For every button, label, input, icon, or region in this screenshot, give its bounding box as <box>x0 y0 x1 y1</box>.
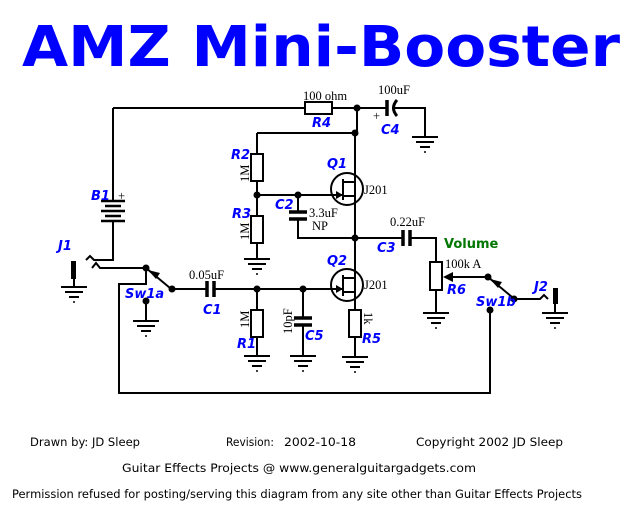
ground-icon <box>541 312 569 330</box>
value-c2-note: NP <box>312 219 328 233</box>
value-c4: 100uF <box>378 83 410 97</box>
ground-icon <box>289 355 317 373</box>
jack-j2 <box>553 288 558 304</box>
jfet-q2 <box>330 268 364 302</box>
label-q2: Q2 <box>327 254 347 269</box>
resistor-r4 <box>304 101 333 115</box>
label-r4: R4 <box>312 116 331 131</box>
battery-b1 <box>101 199 125 223</box>
label-r2: R2 <box>231 148 250 163</box>
potentiometer-r6 <box>429 261 443 291</box>
junction-nodes <box>142 104 518 314</box>
label-j1: J1 <box>55 239 72 254</box>
value-r1: 1M <box>238 311 252 328</box>
label-r1: R1 <box>237 337 256 352</box>
label-c2: C2 <box>275 198 294 213</box>
label-j2: J2 <box>531 280 548 295</box>
ground-icon <box>243 258 271 276</box>
label-q1: Q1 <box>327 157 347 172</box>
switch-sw1a <box>145 267 171 289</box>
footer-permission: Permission refused for posting/serving t… <box>12 487 582 501</box>
wiper-arrow-icon <box>443 272 453 282</box>
resistor-r1 <box>250 309 264 338</box>
value-q1: J201 <box>364 183 388 197</box>
footer-site-link[interactable]: Guitar Effects Projects @ www.generalgui… <box>122 461 476 475</box>
ground-icon <box>422 312 450 330</box>
label-r5: R5 <box>362 332 381 347</box>
resistor-r5 <box>348 309 362 338</box>
switch-sw1b <box>487 276 513 298</box>
value-q2: J201 <box>364 278 388 292</box>
polarity-b1: + <box>118 189 125 203</box>
value-r3: 1M <box>238 223 252 240</box>
capacitor-c4 <box>385 99 399 117</box>
label-r3: R3 <box>232 207 251 222</box>
jack-j1 <box>71 261 76 279</box>
page-title: AMZ Mini-Booster <box>22 15 620 80</box>
resistor-r2 <box>250 153 264 182</box>
footer-copyright: Copyright 2002 JD Sleep <box>416 435 563 449</box>
ground-icon <box>60 286 88 304</box>
value-r6: 100k A <box>445 257 481 271</box>
value-c5: 10pF <box>281 308 295 334</box>
label-c3: C3 <box>377 241 396 256</box>
polarity-c4: + <box>373 109 380 123</box>
value-r2: 1M <box>238 165 252 182</box>
label-sw1a: Sw1a <box>125 287 164 302</box>
label-volume: Volume <box>444 237 499 252</box>
capacitor-c1 <box>205 281 216 297</box>
label-c4: C4 <box>381 123 400 138</box>
label-r6: R6 <box>447 283 466 298</box>
capacitor-c2 <box>289 210 307 221</box>
ground-icon <box>243 355 271 373</box>
footer-drawn-by: Drawn by: JD Sleep <box>30 435 140 449</box>
value-r4: 100 ohm <box>303 89 347 103</box>
ground-icon <box>411 136 439 154</box>
label-c1: C1 <box>203 303 222 318</box>
footer-revision: 2002-10-18 <box>284 435 356 449</box>
ground-icon <box>132 320 160 338</box>
capacitor-c5 <box>294 316 312 327</box>
value-c3: 0.22uF <box>390 215 425 229</box>
label-b1: B1 <box>91 189 110 204</box>
jfet-q1 <box>330 172 364 206</box>
value-r5: 1k <box>361 312 375 325</box>
capacitor-c3 <box>401 230 412 246</box>
ground-icon <box>341 356 369 374</box>
resistor-r3 <box>250 215 264 244</box>
footer-revision-label: Revision: <box>226 435 274 449</box>
label-c5: C5 <box>305 329 324 344</box>
value-c1: 0.05uF <box>189 268 224 282</box>
label-sw1b: Sw1b <box>476 295 516 310</box>
value-c2: 3.3uF <box>309 206 338 220</box>
